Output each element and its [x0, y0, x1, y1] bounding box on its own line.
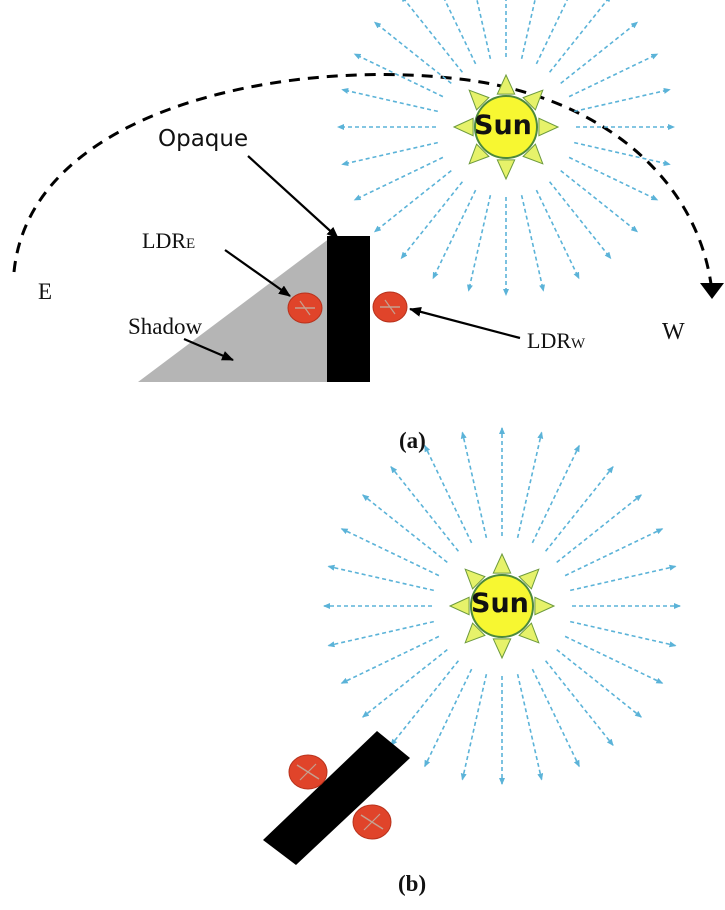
sun-ray-triangle [518, 622, 540, 644]
sun-ray-triangle [464, 568, 486, 590]
west-label: W [662, 319, 685, 345]
sun-ray-triangle [538, 117, 560, 137]
light-ray [544, 466, 614, 552]
ldr-east [287, 292, 323, 324]
light-ray [353, 53, 444, 98]
sun-ray-triangle [496, 73, 516, 95]
shadow-region [138, 238, 330, 382]
light-ray [460, 431, 488, 538]
light-ray [570, 620, 677, 648]
light-ray [568, 156, 659, 201]
sun-ray-triangle [468, 89, 490, 111]
sun-path-arc [12, 73, 714, 293]
caption-b: (b) [398, 871, 427, 896]
sun-ray-triangle [464, 622, 486, 644]
sun-ray-triangle [468, 143, 490, 165]
light-rays-b [323, 427, 681, 785]
sun-label-a: Sun [474, 110, 532, 141]
light-ray [390, 660, 460, 746]
light-ray [362, 648, 448, 718]
light-ray [400, 181, 464, 260]
ldr-b-upper [288, 754, 328, 790]
ldr-west-pointer-arrow [409, 306, 521, 340]
light-ray [548, 181, 612, 260]
tilted-opaque-divider [263, 731, 410, 865]
light-ray [341, 141, 438, 166]
opaque-label: Opaque [158, 126, 249, 152]
light-ray [373, 21, 452, 85]
light-ray [432, 189, 477, 280]
sun-disc [474, 95, 538, 159]
opaque-pointer-arrow [247, 155, 339, 239]
light-ray [476, 0, 492, 59]
opaque-divider [327, 236, 370, 382]
light-ray [362, 494, 448, 564]
ldr-east-label: LDRE [142, 228, 196, 253]
light-ray [564, 635, 664, 684]
light-ray [556, 648, 642, 718]
light-ray [574, 88, 671, 113]
light-ray [520, 195, 545, 292]
ldr-west-label: LDRW [527, 328, 586, 353]
light-ray [327, 620, 434, 648]
sun-ray-triangle [452, 117, 474, 137]
ldr-b-lower [352, 804, 392, 840]
light-ray [353, 156, 444, 201]
light-ray [460, 674, 488, 781]
light-ray [520, 0, 536, 59]
light-ray [443, 0, 477, 65]
sun-label-b: Sun [471, 588, 529, 619]
light-ray [467, 195, 492, 292]
sun-ray-triangle [448, 596, 470, 616]
light-ray [531, 668, 580, 768]
light-ray [516, 431, 544, 538]
panel-b [263, 427, 681, 865]
light-rays-a [337, 0, 675, 296]
sun-ray-triangle [522, 143, 544, 165]
caption-a: (a) [399, 428, 426, 453]
light-ray [341, 88, 438, 113]
light-ray [390, 466, 460, 552]
light-ray [570, 564, 677, 592]
light-ray [340, 528, 440, 577]
ldr-west [372, 291, 408, 323]
light-ray [424, 668, 473, 768]
sun-disc [470, 574, 534, 638]
light-ray [535, 189, 580, 280]
sun-ray-triangle [496, 159, 516, 181]
sun-b [448, 552, 556, 660]
shadow-pointer-arrow [183, 337, 234, 362]
light-ray [568, 53, 659, 98]
sun-ray-triangle [492, 552, 512, 574]
light-ray [548, 0, 612, 73]
light-ray [556, 494, 642, 564]
sun-a [452, 73, 560, 181]
light-ray [564, 528, 664, 577]
light-ray [560, 21, 639, 85]
sun-ray-triangle [534, 596, 556, 616]
sun-ray-triangle [518, 568, 540, 590]
panel-a [12, 0, 724, 382]
light-ray [327, 564, 434, 592]
east-label: E [38, 279, 53, 304]
light-ray [516, 674, 544, 781]
light-ray [373, 169, 452, 233]
sun-ray-triangle [492, 638, 512, 660]
light-ray [531, 444, 580, 544]
light-ray [560, 169, 639, 233]
light-ray [574, 141, 671, 166]
shadow-label: Shadow [128, 314, 203, 339]
light-ray [535, 0, 569, 65]
light-ray [400, 0, 464, 73]
ldr-east-pointer-arrow [224, 249, 291, 297]
light-ray [424, 444, 473, 544]
sun-ray-triangle [522, 89, 544, 111]
sun-path-arrowhead [700, 283, 724, 299]
light-ray [340, 635, 440, 684]
light-ray [544, 660, 614, 746]
